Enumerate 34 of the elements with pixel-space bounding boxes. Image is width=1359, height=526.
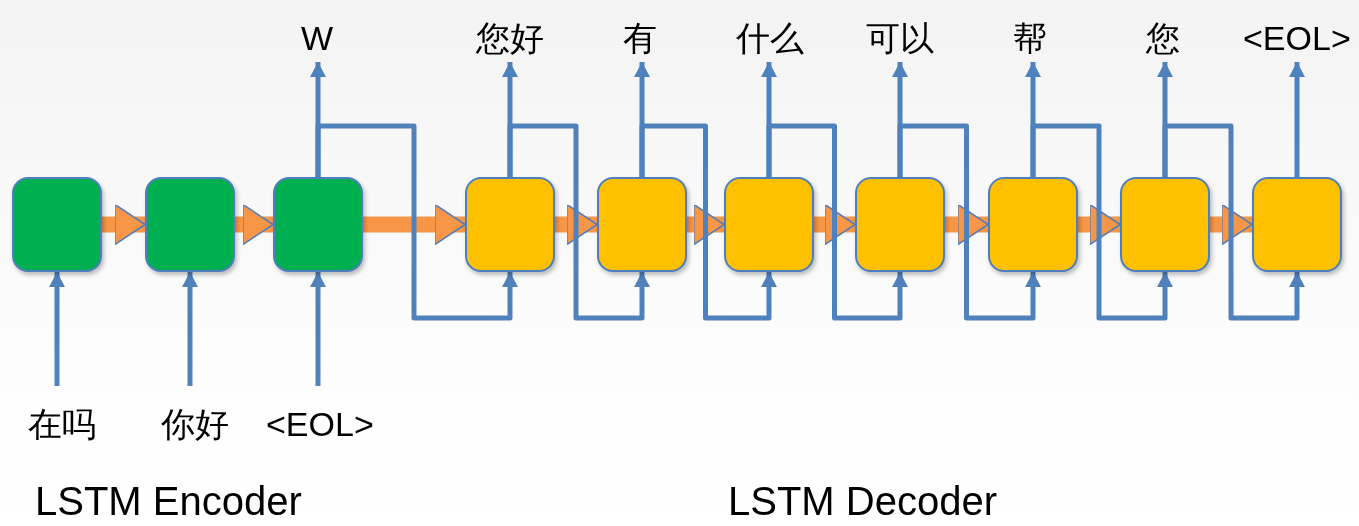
token-label: W [301, 18, 334, 58]
token-label: 可以 [866, 18, 934, 58]
token-label: 有 [623, 18, 657, 58]
token-label: 帮 [1013, 18, 1047, 58]
lstm-cell [597, 177, 687, 272]
lstm-cell [855, 177, 945, 272]
arrow [639, 123, 777, 321]
lstm-cell [988, 177, 1078, 272]
arrow [1030, 123, 1173, 321]
lstm-cell [273, 177, 363, 272]
token-label: 在吗 [28, 404, 96, 444]
token-label: 你好 [161, 404, 229, 444]
token-label: <EOL> [1243, 18, 1351, 58]
lstm-cell [1120, 177, 1210, 272]
lstm-cell [724, 177, 814, 272]
arrow [1162, 123, 1305, 321]
lstm-cell [12, 177, 102, 272]
lstm-cell [145, 177, 235, 272]
caption: LSTM Encoder [35, 478, 302, 524]
token-label: 您 [1146, 18, 1180, 58]
arrow [49, 272, 65, 386]
token-label: 什么 [736, 18, 804, 58]
arrow [766, 123, 908, 321]
arrow [315, 123, 518, 321]
arrow [1289, 62, 1305, 177]
arrow [897, 123, 1041, 321]
token-label: <EOL> [266, 404, 374, 444]
arrow [182, 272, 198, 386]
token-label: 您好 [476, 18, 544, 58]
lstm-cell [1252, 177, 1342, 272]
caption: LSTM Decoder [728, 478, 997, 524]
arrow [310, 272, 326, 386]
arrow [507, 123, 650, 321]
lstm-cell [465, 177, 555, 272]
